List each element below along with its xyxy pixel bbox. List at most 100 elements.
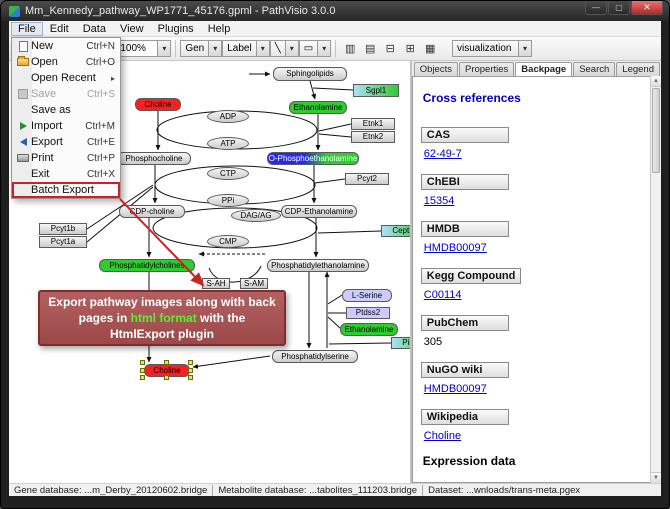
pathway-node-s-ah[interactable]: S-AH bbox=[202, 278, 230, 289]
chevron-down-icon[interactable]: ▾ bbox=[284, 41, 298, 56]
menu-view[interactable]: View bbox=[119, 22, 144, 35]
crossref-database: HMDB bbox=[420, 221, 509, 237]
pathway-node-phosphocholine[interactable]: Phosphocholine bbox=[117, 152, 191, 165]
scroll-up-icon[interactable]: ▲ bbox=[651, 76, 661, 87]
pathway-node-sgpl1[interactable]: Sgpl1 bbox=[353, 84, 399, 97]
crossref-entry: ChEBI 15354 bbox=[420, 172, 650, 207]
line-tool[interactable]: ╲ ▾ bbox=[269, 40, 299, 57]
status-bar: Gene database: ...m_Derby_20120602.bridg… bbox=[9, 483, 661, 496]
pathway-node-etnk2[interactable]: Etnk2 bbox=[351, 131, 395, 143]
pathway-node-s-am[interactable]: S-AM bbox=[240, 278, 268, 289]
stack-button[interactable]: ▦ bbox=[420, 39, 440, 58]
backpage-panel: Cross references CAS 62-49-7 ChEBI 15354… bbox=[411, 76, 661, 483]
menu-data[interactable]: Data bbox=[82, 22, 106, 35]
pathway-node-cdp-ethanolamine[interactable]: CDP-Ethanolamine bbox=[281, 205, 357, 218]
selection-handle[interactable] bbox=[140, 375, 145, 380]
scroll-down-icon[interactable]: ▼ bbox=[651, 472, 661, 483]
maximize-button[interactable]: ▢ bbox=[608, 1, 630, 15]
menu-file[interactable]: File bbox=[11, 21, 43, 36]
menu-plugins[interactable]: Plugins bbox=[157, 22, 194, 35]
crossref-database: NuGO wiki bbox=[420, 362, 509, 378]
crossref-value: 305 bbox=[423, 336, 443, 348]
pathway-node-o-phosphoethanolamine[interactable]: O-Phosphoethanolamine bbox=[267, 152, 359, 165]
visualization-combobox[interactable]: visualization ▾ bbox=[452, 40, 532, 57]
selection-handle[interactable] bbox=[188, 360, 193, 365]
common-height-button[interactable]: ⊞ bbox=[400, 39, 420, 58]
file-menu-save-as[interactable]: Save as bbox=[31, 104, 71, 116]
menu-edit[interactable]: Edit bbox=[49, 22, 69, 35]
chevron-down-icon[interactable]: ▾ bbox=[208, 41, 222, 56]
zoom-combobox[interactable]: 100% ▾ bbox=[115, 40, 172, 57]
crossref-link[interactable]: HMDB00097 bbox=[423, 242, 487, 254]
pathway-node-atp[interactable]: ATP bbox=[207, 137, 249, 150]
file-menu-open-recent[interactable]: Open Recent▸ bbox=[31, 72, 115, 84]
tab-objects[interactable]: Objects bbox=[413, 62, 458, 76]
pathway-node-phosphatidylserine[interactable]: Phosphatidylserine bbox=[272, 350, 358, 363]
crossref-database: CAS bbox=[420, 127, 509, 143]
selection-handle[interactable] bbox=[188, 367, 193, 373]
chevron-down-icon[interactable]: ▾ bbox=[157, 41, 171, 56]
selection-handle[interactable] bbox=[188, 375, 193, 380]
pathway-node-sphingolipids[interactable]: Sphingolipids bbox=[273, 67, 347, 81]
tab-search[interactable]: Search bbox=[573, 62, 616, 76]
pathway-node-choline-top[interactable]: Choline bbox=[135, 98, 181, 111]
file-menu-batch-export[interactable]: Batch Export bbox=[12, 182, 120, 198]
backpage-scrollbar[interactable]: ▲ ▼ bbox=[650, 76, 661, 483]
pathway-node-cept1[interactable]: Cept1 bbox=[381, 225, 410, 237]
align-vertical-button[interactable]: ▤ bbox=[360, 39, 380, 58]
selection-handle[interactable] bbox=[140, 367, 145, 373]
align-horizontal-button[interactable]: ▥ bbox=[340, 39, 360, 58]
crossref-link[interactable]: 15354 bbox=[423, 195, 455, 207]
minimize-button[interactable]: — bbox=[585, 1, 607, 15]
selection-handle[interactable] bbox=[164, 375, 169, 380]
crossref-database: ChEBI bbox=[420, 174, 509, 190]
pathway-node-pcyt1b[interactable]: Pcyt1b bbox=[39, 223, 87, 235]
crossref-link[interactable]: Choline bbox=[423, 430, 462, 442]
pathway-node-pcyt2[interactable]: Pcyt2 bbox=[345, 173, 389, 185]
open-folder-icon bbox=[17, 56, 29, 66]
pathway-node-phosphatidylethanolamine[interactable]: Phosphatidylethanolamine bbox=[267, 259, 369, 272]
shape-tool[interactable]: ▭ ▾ bbox=[298, 40, 332, 57]
pathway-node-pcyt1a[interactable]: Pcyt1a bbox=[39, 236, 87, 248]
crossref-link[interactable]: C00114 bbox=[423, 289, 462, 301]
pathway-node-l-serine[interactable]: L-Serine bbox=[342, 289, 392, 302]
menu-help[interactable]: Help bbox=[207, 22, 231, 35]
gene-datanode-tool[interactable]: Gen ▾ bbox=[180, 40, 223, 57]
title-bar: Mm_Kennedy_pathway_WP1771_45176.gpml - P… bbox=[1, 1, 669, 21]
selection-handle[interactable] bbox=[164, 360, 169, 365]
selection-handle[interactable] bbox=[140, 360, 145, 365]
label-tool[interactable]: Label ▾ bbox=[222, 40, 270, 57]
chevron-down-icon[interactable]: ▾ bbox=[255, 41, 269, 56]
pathway-node-ethanolamine-top[interactable]: Ethanolamine bbox=[289, 101, 347, 114]
pathway-node-ethanolamine-lower[interactable]: Ethanolamine bbox=[340, 323, 398, 336]
chevron-down-icon[interactable]: ▾ bbox=[317, 41, 331, 56]
tab-properties[interactable]: Properties bbox=[458, 62, 515, 76]
pathway-node-phosphatidylcholines[interactable]: Phosphatidylcholines bbox=[99, 259, 195, 272]
pathway-node-ppi[interactable]: PPi bbox=[207, 194, 249, 207]
close-button[interactable]: ✕ bbox=[631, 1, 663, 15]
tab-legend[interactable]: Legend bbox=[616, 62, 660, 76]
pathway-node-ctp[interactable]: CTP bbox=[207, 167, 249, 180]
common-width-button[interactable]: ⊟ bbox=[380, 39, 400, 58]
crossref-link[interactable]: 62-49-7 bbox=[423, 148, 462, 160]
crossref-entry: Wikipedia Choline bbox=[420, 407, 650, 442]
stack-icon: ▦ bbox=[425, 43, 436, 55]
tab-backpage[interactable]: Backpage bbox=[515, 62, 573, 77]
chevron-down-icon[interactable]: ▾ bbox=[518, 41, 531, 56]
pathway-node-cmp[interactable]: CMP bbox=[207, 235, 249, 248]
pathway-node-adp[interactable]: ADP bbox=[207, 110, 249, 123]
pathway-node-dag-ag[interactable]: DAG/AG bbox=[231, 209, 281, 222]
pathway-node-cdp-choline[interactable]: CDP-choline bbox=[119, 205, 185, 218]
pathway-node-ptdss2[interactable]: Ptdss2 bbox=[346, 307, 390, 319]
pathway-node-pisd[interactable]: Pisd bbox=[391, 337, 410, 349]
pathway-node-etnk1[interactable]: Etnk1 bbox=[351, 118, 395, 130]
crossref-link[interactable]: HMDB00097 bbox=[423, 383, 487, 395]
scrollbar-thumb[interactable] bbox=[652, 88, 660, 173]
